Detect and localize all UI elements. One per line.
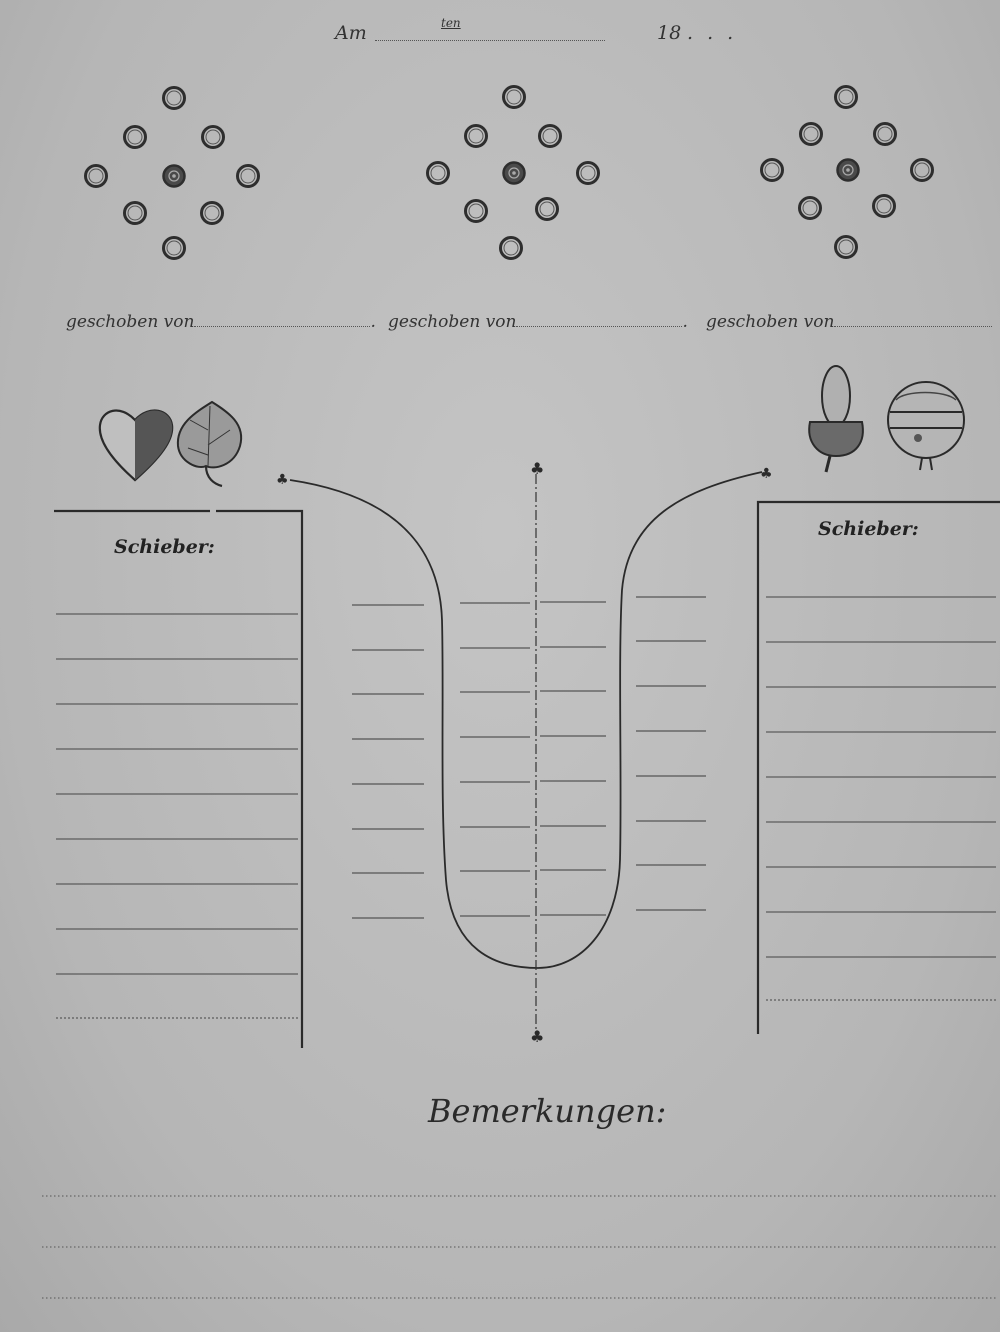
right-column-title: Schieber: bbox=[818, 518, 919, 540]
date-year-blank: . . . bbox=[687, 22, 738, 44]
svg-text:♣: ♣ bbox=[530, 459, 544, 478]
left-column-title: Schieber: bbox=[114, 536, 215, 558]
date-prefix: Am bbox=[335, 22, 367, 44]
center-score-lines bbox=[352, 596, 706, 919]
center-u-curve: ♣ ♣ ♣ ♣ bbox=[276, 459, 773, 1046]
remarks-title: Bemerkungen: bbox=[428, 1092, 667, 1130]
pin-pattern-2 bbox=[426, 85, 600, 260]
svg-text:♣: ♣ bbox=[760, 466, 773, 482]
pin-pattern-1 bbox=[84, 86, 260, 260]
leaf-icon bbox=[176, 400, 243, 488]
pin-pattern-3 bbox=[760, 85, 934, 259]
date-day-suffix: ten bbox=[441, 16, 461, 30]
date-year-prefix: 18 bbox=[657, 22, 682, 44]
pushed-by-blank[interactable] bbox=[194, 325, 371, 327]
pushed-by-field-1: geschoben von. bbox=[66, 312, 376, 332]
heart-icon bbox=[98, 409, 174, 482]
bell-icon bbox=[887, 381, 965, 471]
pushed-by-field-2: geschoben von. bbox=[388, 312, 688, 332]
acorn-icon bbox=[808, 365, 864, 473]
remarks-lines bbox=[42, 1195, 998, 1299]
pushed-by-label: geschoben von bbox=[388, 312, 517, 332]
svg-text:♣: ♣ bbox=[530, 1027, 544, 1046]
svg-text:♣: ♣ bbox=[276, 472, 289, 488]
pushed-by-blank[interactable] bbox=[516, 325, 683, 327]
date-header: Am ten 18 . . . bbox=[335, 16, 755, 52]
pushed-by-field-3: geschoben von bbox=[706, 312, 993, 332]
right-score-column bbox=[756, 500, 1000, 1034]
left-score-column bbox=[54, 509, 304, 1048]
pushed-by-label: geschoben von bbox=[706, 312, 835, 332]
pushed-by-label: geschoben von bbox=[66, 312, 195, 332]
pushed-by-blank[interactable] bbox=[834, 325, 993, 327]
date-blank-line bbox=[375, 40, 605, 41]
